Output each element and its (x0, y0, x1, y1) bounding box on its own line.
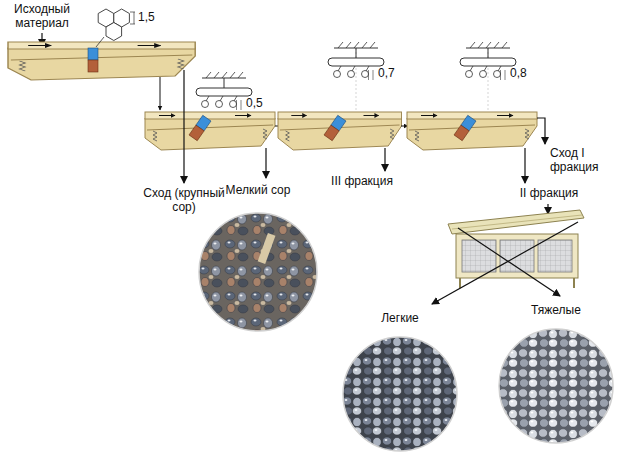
seed-photo (198, 212, 318, 332)
separator-outlets (432, 222, 578, 304)
sample-photo: Легкие (342, 310, 458, 452)
outlet-arrows (184, 70, 548, 214)
separator-table (448, 210, 584, 288)
seed-photo (342, 336, 458, 452)
dimension-label: 0,8 (510, 66, 536, 80)
sample-heading: Мелкий сор (198, 182, 318, 198)
output-label: III фракция (326, 174, 398, 188)
seed-photo (498, 328, 614, 444)
output-label: Сход I фракция (550, 146, 610, 174)
output-label: Сход (крупный сор) (140, 186, 228, 214)
sample-heading: Легкие (342, 310, 458, 326)
sample-photo: Тяжелые (498, 302, 614, 444)
sieve-4 (407, 42, 537, 150)
sieve-3 (278, 42, 402, 150)
dimension-label: 0,5 (246, 96, 272, 110)
dimension-label: 1,5 (138, 10, 164, 24)
sieve-2 (145, 72, 275, 150)
output-label: II фракция (514, 186, 584, 200)
transfer-arrow (160, 77, 161, 110)
sample-heading: Тяжелые (498, 302, 614, 318)
sample-photo: Мелкий сор (198, 182, 318, 332)
input-label: Исходный материал (6, 2, 78, 30)
dimension-label: 0,7 (378, 66, 404, 80)
